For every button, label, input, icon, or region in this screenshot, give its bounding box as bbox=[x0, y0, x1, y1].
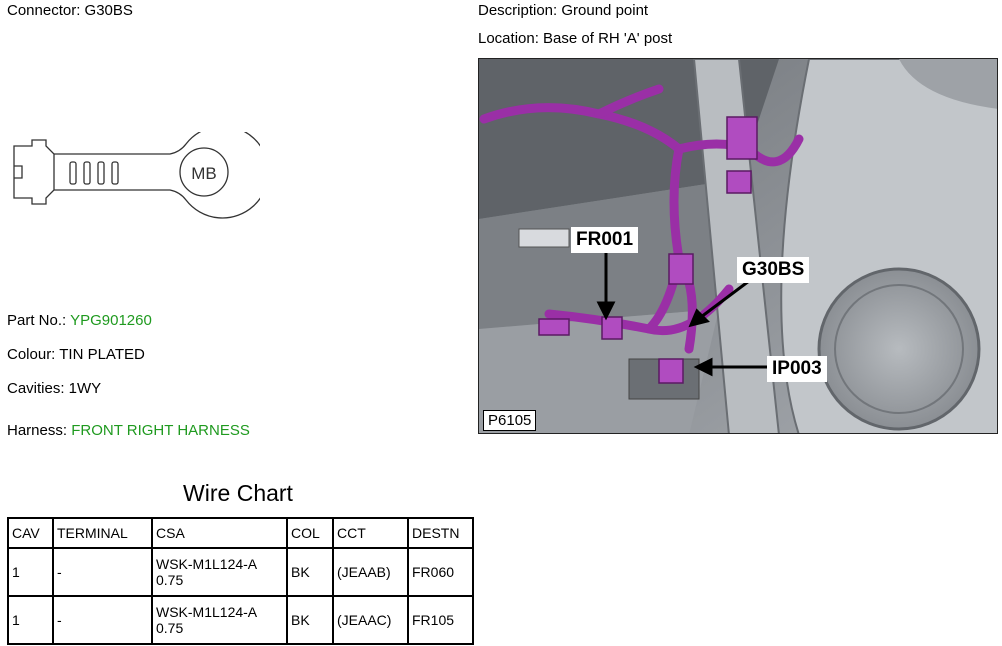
callout-ip003: IP003 bbox=[767, 356, 827, 382]
wire-chart-table: CAV TERMINAL CSA COL CCT DESTN 1 - WSK-M… bbox=[7, 517, 474, 645]
callout-fr001: FR001 bbox=[571, 227, 639, 253]
cell-destn: FR105 bbox=[407, 595, 474, 645]
header-destn: DESTN bbox=[407, 517, 474, 549]
header-csa: CSA bbox=[151, 517, 288, 549]
cell-destn: FR060 bbox=[407, 547, 474, 597]
cell-terminal: - bbox=[52, 547, 153, 597]
header-terminal: TERMINAL bbox=[52, 517, 153, 549]
cell-cct: (JEAAB) bbox=[332, 547, 409, 597]
part-number-label: Part No.: bbox=[7, 312, 71, 329]
cell-cav: 1 bbox=[7, 595, 54, 645]
cell-col: BK bbox=[286, 547, 334, 597]
harness-line: Harness: FRONT RIGHT HARNESS bbox=[7, 422, 250, 439]
location-heading: Location: Base of RH 'A' post bbox=[478, 30, 673, 47]
colour-line: Colour: TIN PLATED bbox=[7, 346, 145, 363]
cell-cav: 1 bbox=[7, 547, 54, 597]
part-number-value: YPG901260 bbox=[70, 312, 152, 329]
connector-heading: Connector: G30BS bbox=[7, 2, 133, 19]
cavities-line: Cavities: 1WY bbox=[7, 380, 102, 397]
csa-spec: WSK-M1L124-A bbox=[156, 556, 258, 572]
header-cav: CAV bbox=[7, 517, 54, 549]
photo-id: P6105 bbox=[483, 410, 537, 431]
harness-value: FRONT RIGHT HARNESS bbox=[71, 422, 250, 439]
vehicle-interior-illustration bbox=[479, 59, 997, 433]
callout-g30bs: G30BS bbox=[737, 257, 810, 283]
terminal-stamp: MB bbox=[191, 164, 217, 183]
table-header-row: CAV TERMINAL CSA COL CCT DESTN bbox=[7, 517, 474, 549]
ring-terminal-icon: MB bbox=[13, 132, 260, 219]
harness-label: Harness: bbox=[7, 422, 72, 439]
description-heading: Description: Ground point bbox=[478, 2, 649, 19]
part-number: Part No.: YPG901260 bbox=[7, 312, 152, 329]
cell-cct: (JEAAC) bbox=[332, 595, 409, 645]
csa-size: 0.75 bbox=[156, 572, 184, 588]
cell-col: BK bbox=[286, 595, 334, 645]
header-cct: CCT bbox=[332, 517, 409, 549]
header-col: COL bbox=[286, 517, 334, 549]
cell-terminal: - bbox=[52, 595, 153, 645]
csa-size: 0.75 bbox=[156, 620, 184, 636]
wire-chart-title: Wire Chart bbox=[183, 480, 293, 506]
csa-spec: WSK-M1L124-A bbox=[156, 604, 258, 620]
location-photo: FR001 G30BS IP003 P6105 bbox=[478, 58, 998, 434]
